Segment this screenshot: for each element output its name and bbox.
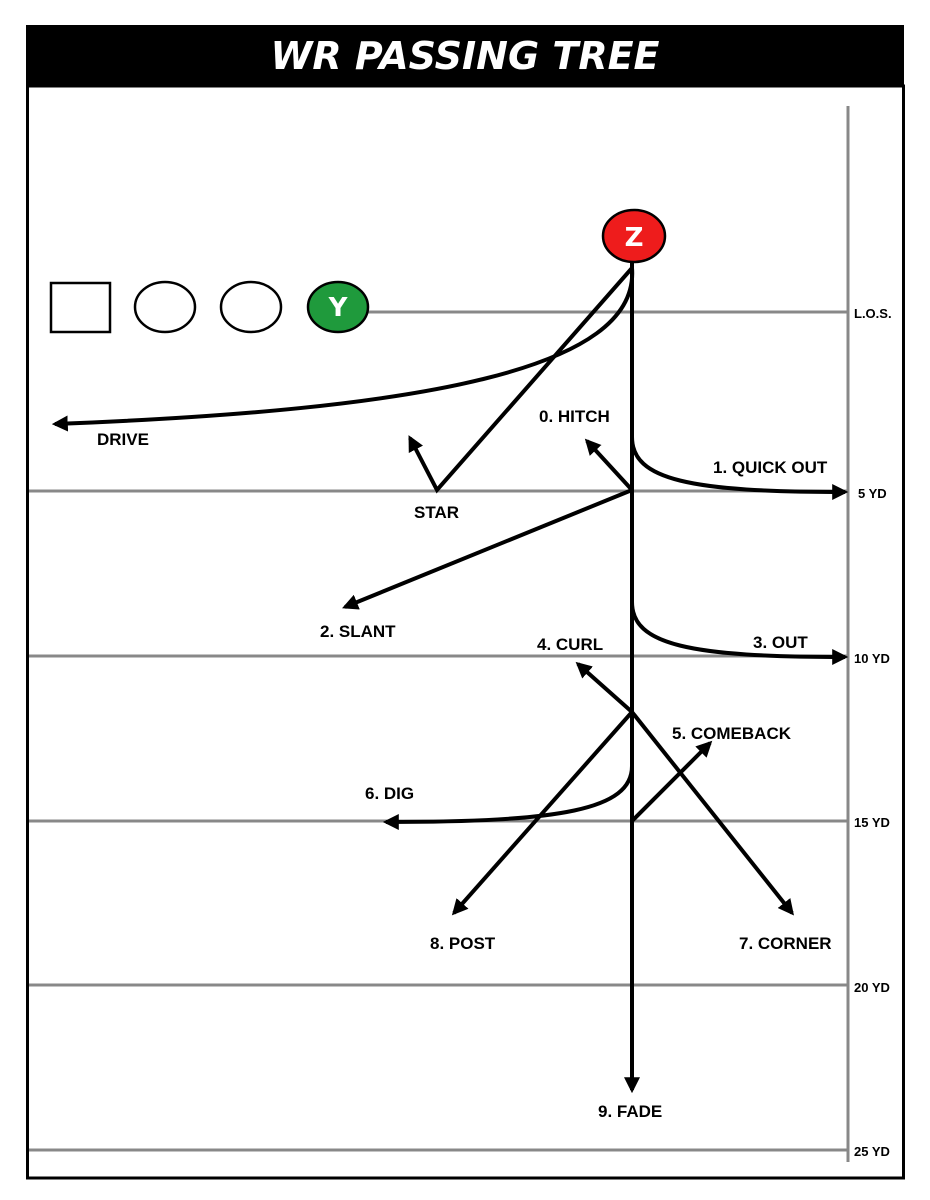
curl-route [575,661,634,714]
marker-los: L.O.S. [854,306,892,321]
curl-label: 4. CURL [537,635,603,654]
field-border [26,84,905,1180]
slant-route [342,488,633,610]
corner-label: 7. CORNER [739,934,832,953]
marker-25-yd: 25 YD [854,1144,890,1159]
diagram-title: WR PASSING TREE [270,34,659,78]
comeback-route [630,740,713,823]
z-player [601,208,667,264]
marker-15-yd: 15 YD [854,815,890,830]
comeback-label: 5. COMEBACK [672,724,792,743]
fade-label: 9. FADE [598,1102,662,1121]
lineman-circle-2 [219,280,283,334]
drive-route [51,267,635,432]
lineman-circle-1 [133,280,197,334]
quick-out-label: 1. QUICK OUT [713,458,828,477]
marker-10-yd: 10 YD [854,651,890,666]
hitch-label: 0. HITCH [539,407,610,426]
dig-route [382,765,634,830]
corner-route [630,710,794,916]
marker-5-yd: 5 YD [858,486,887,501]
star-label: STAR [414,503,459,522]
z-player-letter: Z [625,223,644,253]
drive-label: DRIVE [97,430,149,449]
out-label: 3. OUT [753,633,808,652]
dig-label: 6. DIG [365,784,414,803]
quick-out-route [630,436,849,500]
slant-label: 2. SLANT [320,622,396,641]
post-label: 8. POST [430,934,496,953]
center-square [49,281,112,334]
post-route [451,710,634,916]
y-player [306,280,370,334]
marker-20-yd: 20 YD [854,980,890,995]
out-route [630,601,849,665]
y-player-letter: Y [328,293,349,323]
star-route [408,266,634,494]
hitch-route [584,438,634,492]
title-bar [26,25,904,86]
